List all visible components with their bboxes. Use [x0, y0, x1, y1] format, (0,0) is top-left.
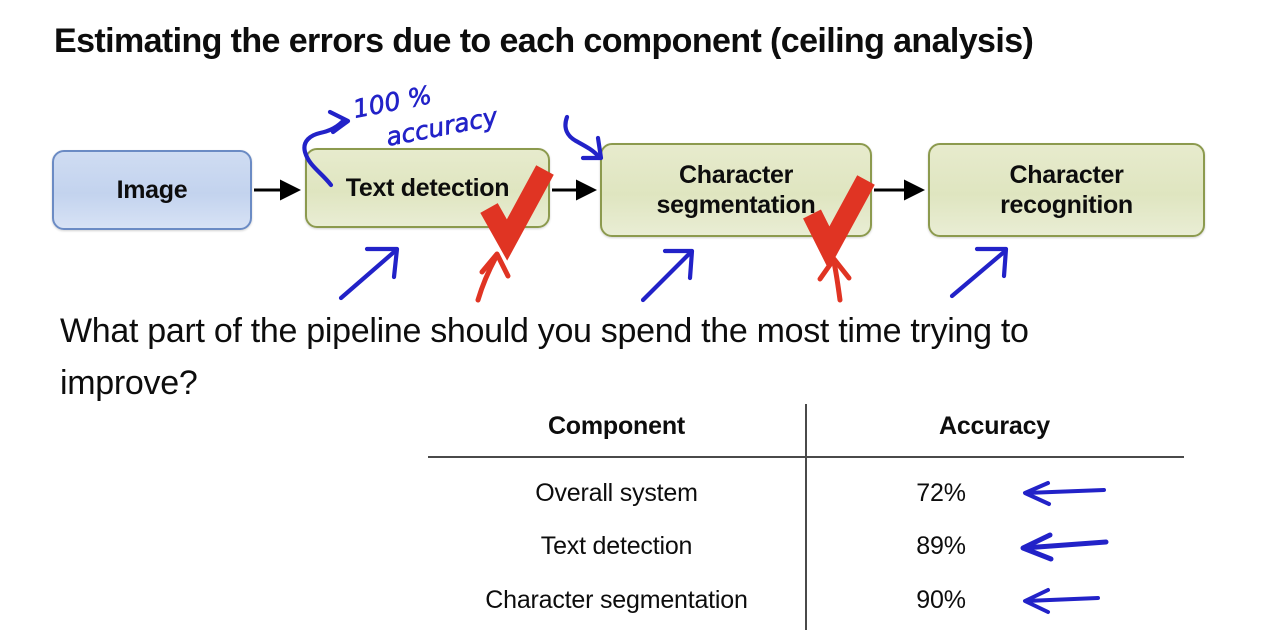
- blue-arrow-under-character-segmentation: [640, 248, 695, 303]
- red-arrow-text-detection: [475, 251, 511, 303]
- table-cell-accuracy: 72%: [916, 479, 966, 507]
- handwriting-accuracy: accuracy: [384, 102, 501, 152]
- handwritten-squiggle-arrow-segmentation: [563, 114, 604, 161]
- pipeline-box-text-detection-label: Text detection: [345, 173, 510, 202]
- table-cell-accuracy: 89%: [916, 532, 966, 560]
- pipeline-box-image[interactable]: Image: [52, 150, 252, 230]
- handwritten-accuracy-note: 100 % accuracy: [350, 80, 501, 152]
- pipeline-box-image-label: Image: [116, 175, 188, 204]
- table-row[interactable]: Text detection 89%: [428, 519, 1184, 573]
- table-row[interactable]: Character segmentation 90%: [428, 573, 1184, 627]
- table-cell-component: Text detection: [540, 532, 693, 560]
- handwriting-100-percent: 100 %: [351, 80, 434, 124]
- blue-pointer-arrow-row-2: [1023, 588, 1100, 614]
- blue-pointer-arrow-row-1: [1020, 532, 1109, 562]
- blue-arrow-under-text-detection: [338, 246, 400, 301]
- table-header-accuracy: Accuracy: [939, 412, 1050, 440]
- table-header-component: Component: [547, 412, 686, 440]
- table-cell-accuracy: 90%: [916, 586, 966, 614]
- table-row[interactable]: Overall system 72%: [428, 466, 1184, 520]
- page-title: Estimating the errors due to each compon…: [54, 22, 1034, 60]
- table-cell-component: Character segmentation: [485, 586, 748, 614]
- table-cell-component: Overall system: [535, 479, 698, 507]
- table-header-row: Component Accuracy: [428, 412, 1184, 456]
- accuracy-table: Component Accuracy Overall system 72% Te…: [428, 404, 1184, 630]
- question-text: What part of the pipeline should you spe…: [60, 312, 1029, 402]
- table-column-divider: [805, 404, 807, 630]
- blue-pointer-arrow-row-0: [1023, 481, 1106, 506]
- pipeline-box-text-detection[interactable]: Text detection: [305, 148, 550, 228]
- red-arrow-character-segmentation: [817, 256, 852, 303]
- blue-arrow-under-character-recognition: [949, 246, 1009, 299]
